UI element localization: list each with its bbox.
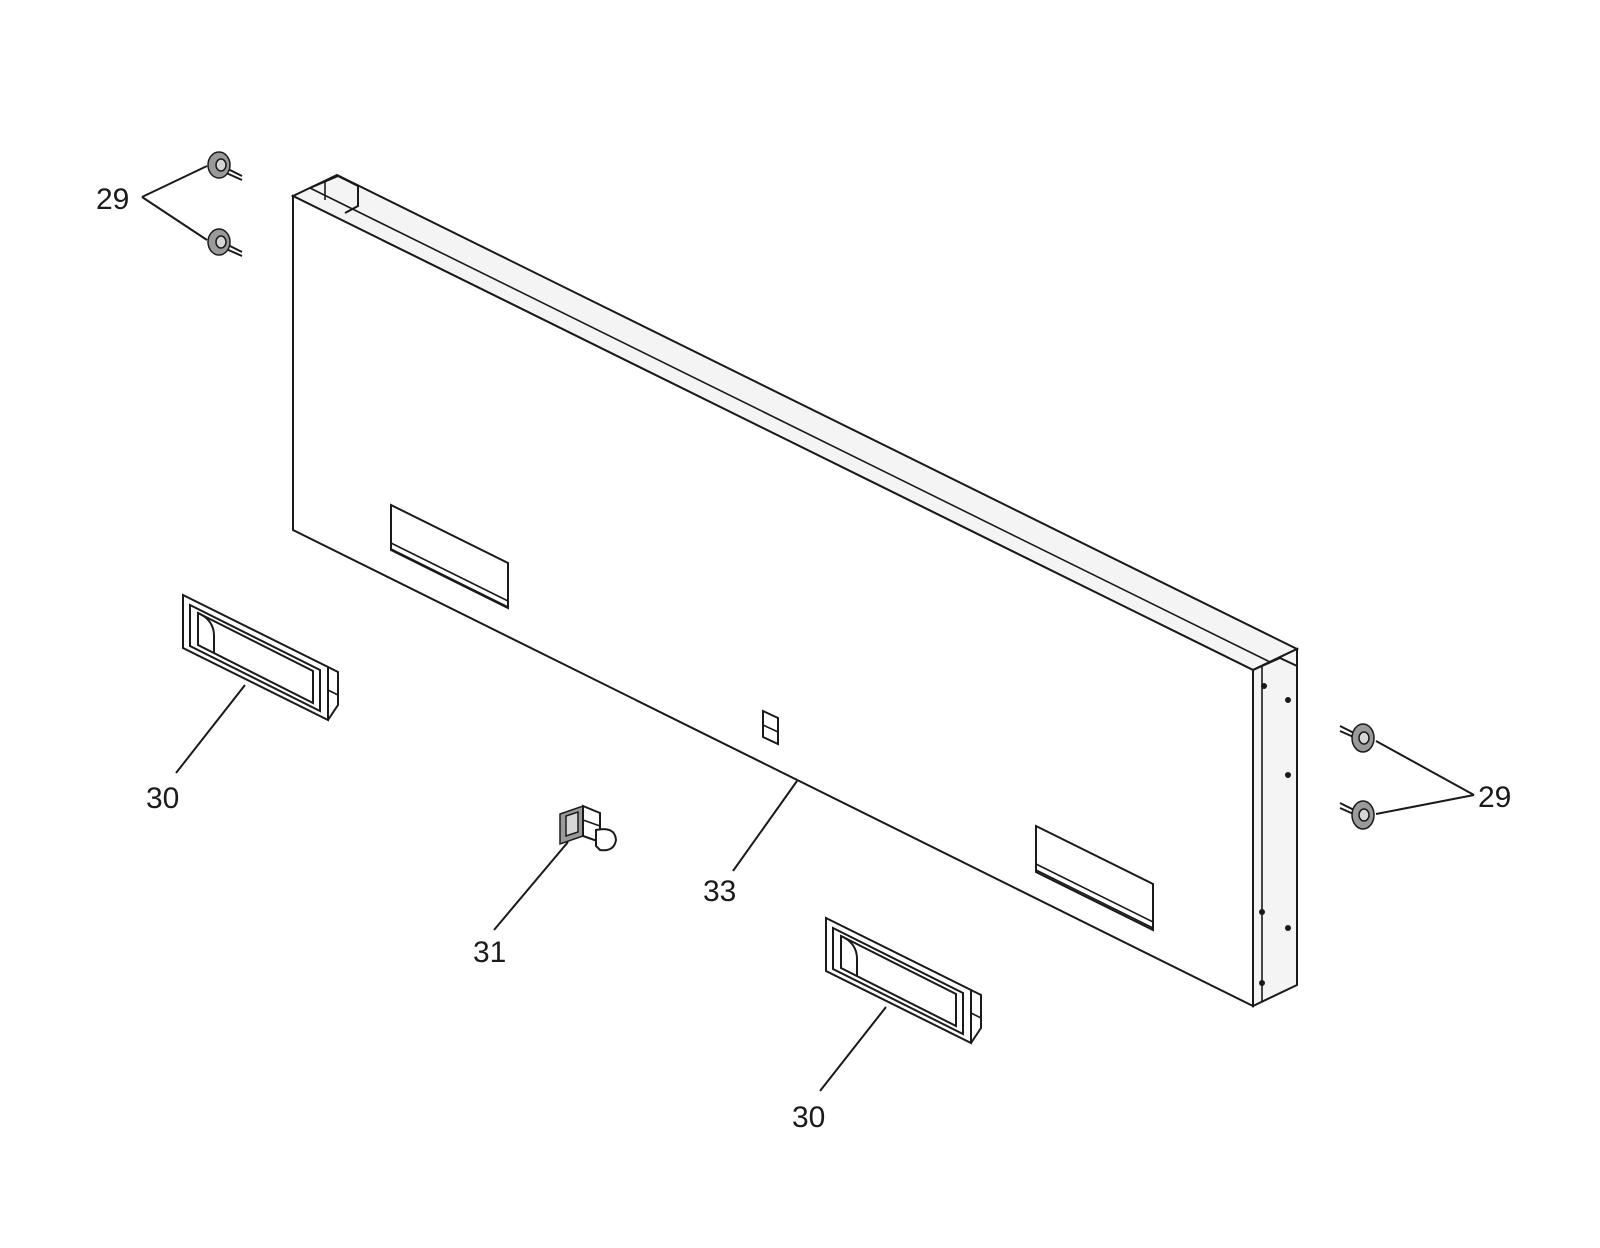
latch-31: [559, 804, 618, 852]
panel-cutout-right: [1035, 824, 1154, 932]
end-hole-1: [1261, 683, 1267, 689]
leader-29-top-left: [141, 165, 208, 241]
leader-33: [732, 780, 798, 872]
panel-cutout-left: [390, 503, 509, 610]
end-hole-3: [1285, 772, 1291, 778]
stud-29-top-1: [207, 151, 243, 181]
callout-30-left: 30: [146, 782, 179, 815]
end-hole-5: [1285, 925, 1291, 931]
leader-30-bottom: [819, 1006, 887, 1092]
panel-assembly: [290, 173, 1300, 1008]
callout-31: 31: [473, 936, 506, 969]
leader-29-right: [1375, 740, 1475, 815]
panel-latch-hole: [762, 709, 779, 746]
panel-left-bracket: [309, 174, 359, 214]
stud-29-right-1: [1339, 723, 1375, 753]
handle-30-bottom: [825, 916, 982, 1045]
leader-30-left: [175, 684, 246, 774]
leader-31: [493, 841, 569, 931]
callout-33: 33: [703, 875, 736, 908]
panel-front-face: [292, 194, 1254, 1008]
end-hole-4: [1259, 909, 1265, 915]
panel-right-end: [1252, 647, 1298, 1008]
stud-29-top-2: [207, 228, 243, 257]
end-hole-6: [1259, 980, 1265, 986]
handle-30-left: [182, 593, 339, 722]
end-hole-2: [1285, 697, 1291, 703]
callout-30-bottom: 30: [792, 1101, 825, 1134]
stud-29-right-2: [1339, 800, 1375, 830]
callout-29-right: 29: [1478, 781, 1511, 814]
callout-29-top-left: 29: [96, 183, 129, 216]
